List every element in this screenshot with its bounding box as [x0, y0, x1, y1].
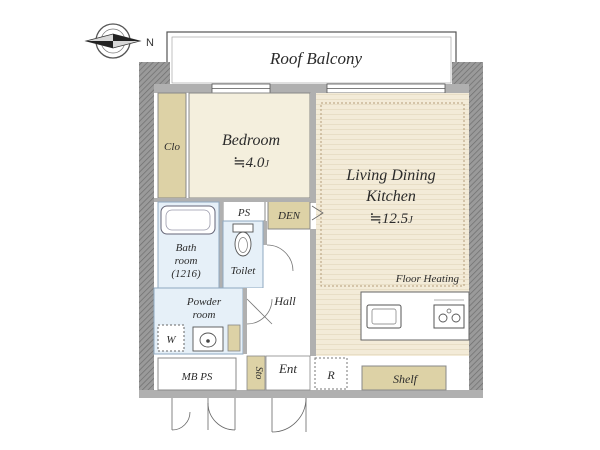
roof-balcony — [166, 31, 457, 87]
ps-label: PS — [237, 207, 251, 219]
bath-label-line3: (1216) — [171, 268, 201, 280]
powder-label-line2: room — [193, 309, 216, 321]
closet — [157, 92, 187, 199]
powder-label-line1: Powder — [186, 296, 222, 308]
floor-heating-area — [320, 102, 465, 287]
ldk-size: ≒12.5J — [369, 211, 413, 227]
shelf-label: Shelf — [393, 372, 419, 386]
bath-label-line1: Bath — [176, 242, 197, 254]
washer-space — [157, 324, 185, 352]
north-windows — [211, 83, 446, 94]
refrigerator-label: R — [326, 368, 335, 382]
kitchen-counter — [360, 291, 470, 341]
ldk-label-line1: Living Dining — [345, 167, 435, 184]
bedroom-size: ≒4.0J — [233, 155, 269, 171]
storage — [246, 355, 266, 391]
bedroom — [188, 92, 311, 199]
den-door-icon — [311, 205, 324, 221]
mb-ps-label: MB PS — [181, 371, 213, 383]
powder-door-swing-icon — [246, 298, 273, 325]
wash-basin-icon — [192, 326, 224, 352]
entrance — [265, 355, 311, 391]
entrance-label: Ent — [278, 361, 297, 376]
exterior-walls — [139, 62, 483, 398]
toilet-door-swing-icon — [266, 244, 294, 272]
den — [267, 200, 311, 230]
hall-label: Hall — [273, 294, 296, 308]
bathtub-icon — [160, 205, 216, 235]
toilet-label: Toilet — [231, 265, 257, 277]
den-label: DEN — [277, 210, 301, 222]
floor-heating-label: Floor Heating — [395, 273, 460, 285]
compass-icon: N — [84, 23, 154, 59]
washer-label: W — [166, 334, 176, 346]
refrigerator-space — [314, 357, 348, 390]
closet-label: Clo — [164, 141, 180, 153]
south-doors — [171, 397, 307, 433]
north-label: N — [146, 37, 154, 49]
bath-label-line2: room — [175, 255, 198, 267]
bedroom-label: Bedroom — [222, 132, 280, 149]
sink-icon — [366, 304, 402, 329]
ldk-label-line2: Kitchen — [365, 188, 416, 205]
storage-label: Sto — [253, 367, 264, 380]
roof-balcony-label: Roof Balcony — [269, 49, 363, 68]
shelf — [361, 365, 447, 391]
meter-box-ps — [157, 357, 237, 391]
hall — [247, 288, 310, 354]
toilet-icon — [232, 223, 254, 257]
